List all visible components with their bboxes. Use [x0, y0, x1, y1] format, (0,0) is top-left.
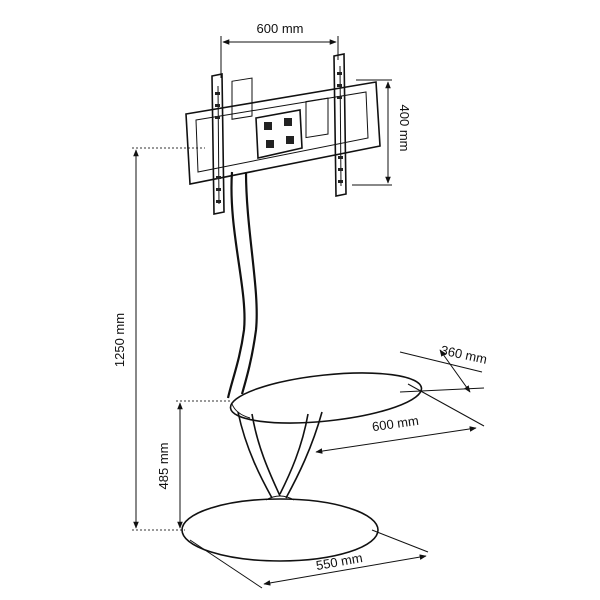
shelf-support-legs	[237, 411, 323, 499]
base-plate	[181, 495, 379, 562]
total-height-dimension: 1250 mm	[112, 147, 205, 531]
base-width-label: 550 mm	[315, 550, 364, 573]
shelf-height-dimension: 485 mm	[156, 400, 232, 529]
bracket-height-label: 400 mm	[397, 105, 412, 152]
bracket-height-dimension: 400 mm	[352, 79, 412, 186]
shelf-depth-dimension: 360 mm	[399, 342, 488, 393]
total-height-label: 1250 mm	[112, 313, 127, 367]
curved-column	[226, 171, 258, 399]
shelf-height-label: 485 mm	[156, 443, 171, 490]
shelf-width-label: 600 mm	[371, 413, 420, 434]
tv-wall-bracket	[185, 53, 381, 215]
bracket-width-label: 600 mm	[257, 21, 304, 36]
glass-shelf	[229, 372, 423, 424]
bracket-width-dimension: 600 mm	[220, 21, 339, 78]
shelf-width-dimension: 600 mm	[315, 383, 485, 454]
